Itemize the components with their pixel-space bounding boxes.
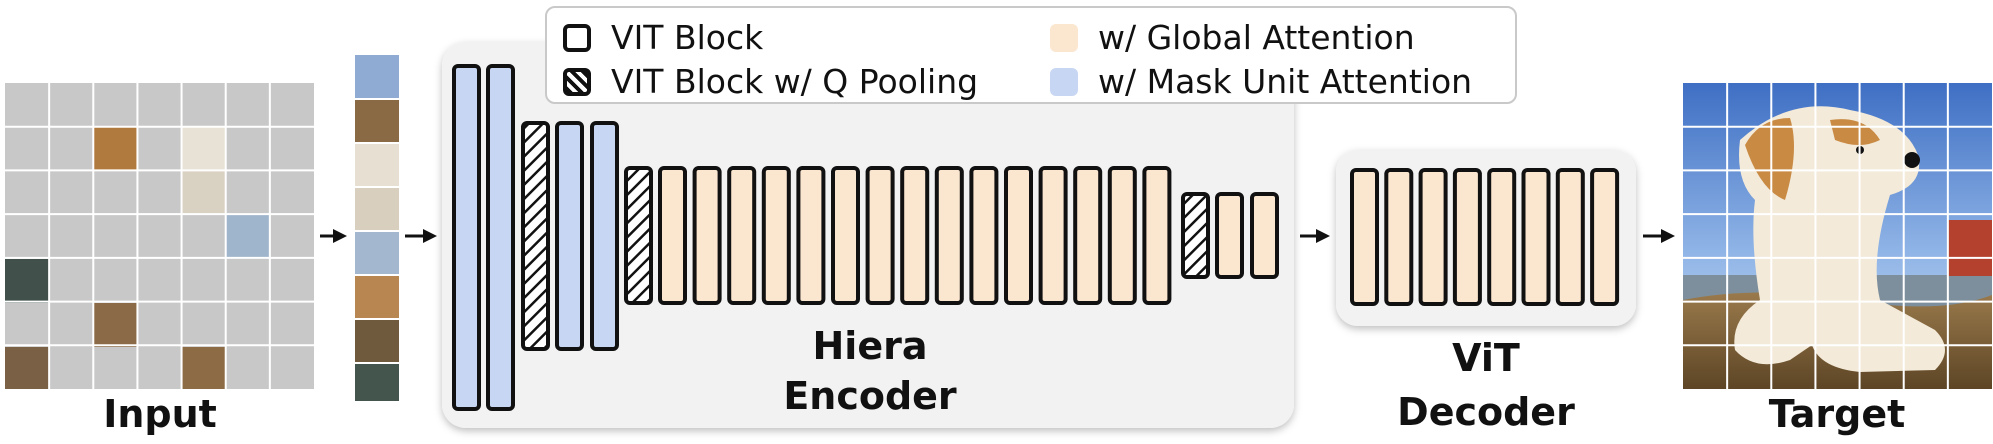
mask-unit-attention-block bbox=[590, 121, 619, 351]
global-attention-block bbox=[1073, 166, 1103, 305]
visible-patch bbox=[94, 303, 138, 347]
legend-item-global-attention: w/ Global Attention bbox=[1050, 18, 1415, 57]
arrow-right-icon bbox=[405, 229, 437, 243]
global-attention-block bbox=[727, 166, 757, 305]
global-attention-swatch-icon bbox=[1050, 23, 1078, 52]
visible-patch bbox=[5, 347, 49, 389]
input-label: Input bbox=[103, 392, 217, 436]
global-attention-block bbox=[761, 166, 791, 305]
global-attention-block bbox=[865, 166, 895, 305]
decoder-global-attention-block bbox=[1590, 168, 1620, 306]
global-attention-block bbox=[1004, 166, 1033, 305]
global-attention-block bbox=[1215, 192, 1244, 279]
flow-arrows bbox=[320, 229, 1675, 243]
arrow-right-icon bbox=[1300, 229, 1330, 243]
encoder-blocks bbox=[452, 64, 1279, 411]
plain-block-swatch-icon bbox=[563, 23, 591, 52]
global-attention-block bbox=[969, 166, 999, 305]
mask-unit-attention-block bbox=[486, 64, 515, 411]
global-attention-block bbox=[900, 166, 930, 305]
global-attention-block bbox=[692, 166, 722, 305]
encoder-label-line1: Hiera bbox=[812, 324, 928, 368]
legend: VIT Block VIT Block w/ Q Pooling w/ Glob… bbox=[545, 6, 1517, 104]
q-pooling-block bbox=[1181, 192, 1210, 279]
arrow-right-icon bbox=[320, 229, 347, 243]
mask-unit-attention-block bbox=[452, 64, 481, 411]
global-attention-block bbox=[831, 166, 860, 305]
legend-item-mask-unit-attention: w/ Mask Unit Attention bbox=[1050, 62, 1472, 101]
decoder-global-attention-block bbox=[1418, 168, 1448, 306]
legend-item-vit-block: VIT Block bbox=[563, 18, 763, 57]
decoder-global-attention-block bbox=[1350, 168, 1379, 306]
global-attention-block bbox=[934, 166, 964, 305]
decoder-global-attention-block bbox=[1487, 168, 1517, 306]
decoder-global-attention-block bbox=[1555, 168, 1585, 306]
target-image bbox=[1683, 83, 1992, 389]
q-pooling-block bbox=[521, 121, 550, 351]
global-attention-block bbox=[1038, 166, 1068, 305]
decoder-label-line1: ViT bbox=[1452, 336, 1520, 380]
legend-text: VIT Block bbox=[611, 18, 764, 57]
visible-patch bbox=[226, 215, 270, 259]
global-attention-block bbox=[1250, 192, 1279, 279]
visible-patch bbox=[5, 259, 49, 303]
visible-patch bbox=[182, 127, 226, 171]
target-label: Target bbox=[1768, 392, 1906, 436]
legend-text: w/ Global Attention bbox=[1098, 18, 1415, 57]
visible-patch-strip bbox=[355, 55, 399, 401]
mask-unit-attention-block bbox=[555, 121, 584, 351]
decoder-global-attention-block bbox=[1521, 168, 1551, 306]
decoder-global-attention-block bbox=[1384, 168, 1414, 306]
arrow-right-icon bbox=[1643, 229, 1675, 243]
visible-patch bbox=[182, 347, 226, 389]
decoder-blocks bbox=[1350, 168, 1620, 306]
global-attention-block bbox=[796, 166, 826, 305]
input-masked-image bbox=[5, 83, 314, 389]
decoder-label-line2: Decoder bbox=[1397, 390, 1575, 434]
global-attention-block bbox=[658, 166, 687, 305]
global-attention-block bbox=[1107, 166, 1137, 305]
mask-unit-attention-swatch-icon bbox=[1050, 67, 1078, 96]
global-attention-block bbox=[1142, 166, 1172, 305]
legend-text: VIT Block w/ Q Pooling bbox=[611, 62, 979, 101]
decoder-global-attention-block bbox=[1452, 168, 1482, 306]
visible-patch bbox=[94, 127, 138, 171]
legend-item-q-pooling: VIT Block w/ Q Pooling bbox=[563, 62, 978, 101]
hatched-block-swatch-icon bbox=[563, 67, 591, 96]
legend-text: w/ Mask Unit Attention bbox=[1098, 62, 1473, 101]
q-pooling-block bbox=[624, 166, 653, 305]
encoder-label-line2: Encoder bbox=[783, 374, 957, 418]
visible-patch bbox=[182, 171, 226, 215]
